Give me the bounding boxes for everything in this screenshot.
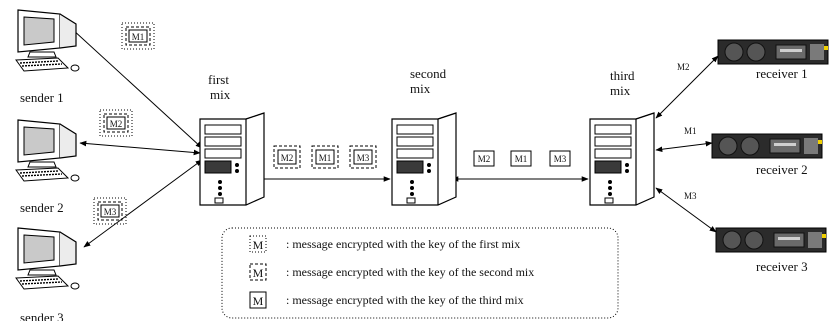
receiver-1: receiver 1 [717,39,829,81]
legend-frame [221,227,619,319]
sender-3: sender 3 [15,227,80,321]
link2-message-3: M3 [549,150,571,167]
link-thirdmix-receiver1 [655,55,719,119]
link1-message-1-label: M2 [281,153,294,163]
sender-1: sender 1 [15,9,80,105]
legend-symbol-first-label: M [253,238,264,252]
link2-message-2-label: M1 [515,154,528,164]
link1-message-3: M3 [349,145,377,169]
link1-message-1: M2 [273,145,301,169]
link-thirdmix-receiver3 [655,187,717,233]
receiver-3-label: receiver 3 [756,259,808,274]
first-mix-label-line2: mix [210,87,231,102]
legend-item-third: M : message encrypted with the key of th… [249,291,524,309]
server-icon [589,112,655,206]
connections [59,17,719,248]
second-mix-label-line1: second [410,66,447,81]
legend-item-second: M : message encrypted with the key of th… [249,263,534,281]
receiver-device-icon [711,133,823,159]
second-mix: second mix [391,66,457,206]
receiver-1-label: receiver 1 [756,66,808,81]
link-thirdmix-receiver2 [655,141,713,152]
link1-message-3-label: M3 [357,153,370,163]
second-mix-label-line2: mix [410,81,431,96]
server-icon [391,112,457,206]
first-mix-label-line1: first [208,72,229,87]
receiver-2-message-label: M1 [684,126,697,136]
sender-3-message: M3 [93,197,127,225]
receiver-3-message-label: M3 [684,191,697,201]
computer-icon [15,227,80,290]
third-mix-label-line2: mix [610,83,631,98]
first-mix: first mix [199,72,265,206]
third-mix-label-line1: third [610,68,635,83]
receiver-device-icon [717,39,829,65]
receiver-device-icon [715,227,827,253]
link2-messages: M2 M1 M3 [473,150,571,167]
link2-message-2: M1 [510,150,532,167]
legend-text-second: : message encrypted with the key of the … [286,265,534,279]
legend-text-third: : message encrypted with the key of the … [286,293,524,307]
link-sender1-firstmix [59,17,203,149]
link2-message-1: M2 [473,150,495,167]
link1-message-2-label: M1 [319,153,332,163]
receiver-1-message-label: M2 [677,62,690,72]
legend-symbol-second-label: M [253,266,264,280]
legend-symbol-third [249,291,267,309]
legend-text-first: : message encrypted with the key of the … [286,237,520,251]
legend-symbol-second [249,263,267,281]
sender-1-message: M1 [121,22,155,50]
legend: M : message encrypted with the key of th… [221,227,619,319]
link2-message-3-label: M3 [554,154,567,164]
computer-icon [15,9,80,72]
sender-3-label: sender 3 [20,310,64,321]
receiver-2: receiver 2 [711,133,823,177]
receiver-3: receiver 3 [715,227,827,274]
server-icon [199,112,265,206]
link2-message-1-label: M2 [478,154,491,164]
computer-icon [15,119,80,182]
third-mix: third mix [589,68,655,206]
legend-symbol-third-label: M [253,294,264,308]
sender-2-label: sender 2 [20,200,64,215]
legend-item-first: M : message encrypted with the key of th… [249,235,520,253]
sender-1-message-label: M1 [132,32,145,42]
link-sender3-firstmix [83,159,203,248]
link1-messages: M2 M1 M3 [273,145,377,169]
link-sender2-firstmix [79,140,201,156]
sender-2-message: M2 [99,109,133,137]
receiver-2-label: receiver 2 [756,162,808,177]
sender-2: sender 2 [15,119,80,215]
sender-3-message-label: M3 [104,207,117,217]
legend-symbol-first [249,235,267,253]
link1-message-2: M1 [311,145,339,169]
sender-1-label: sender 1 [20,90,64,105]
sender-2-message-label: M2 [110,119,123,129]
